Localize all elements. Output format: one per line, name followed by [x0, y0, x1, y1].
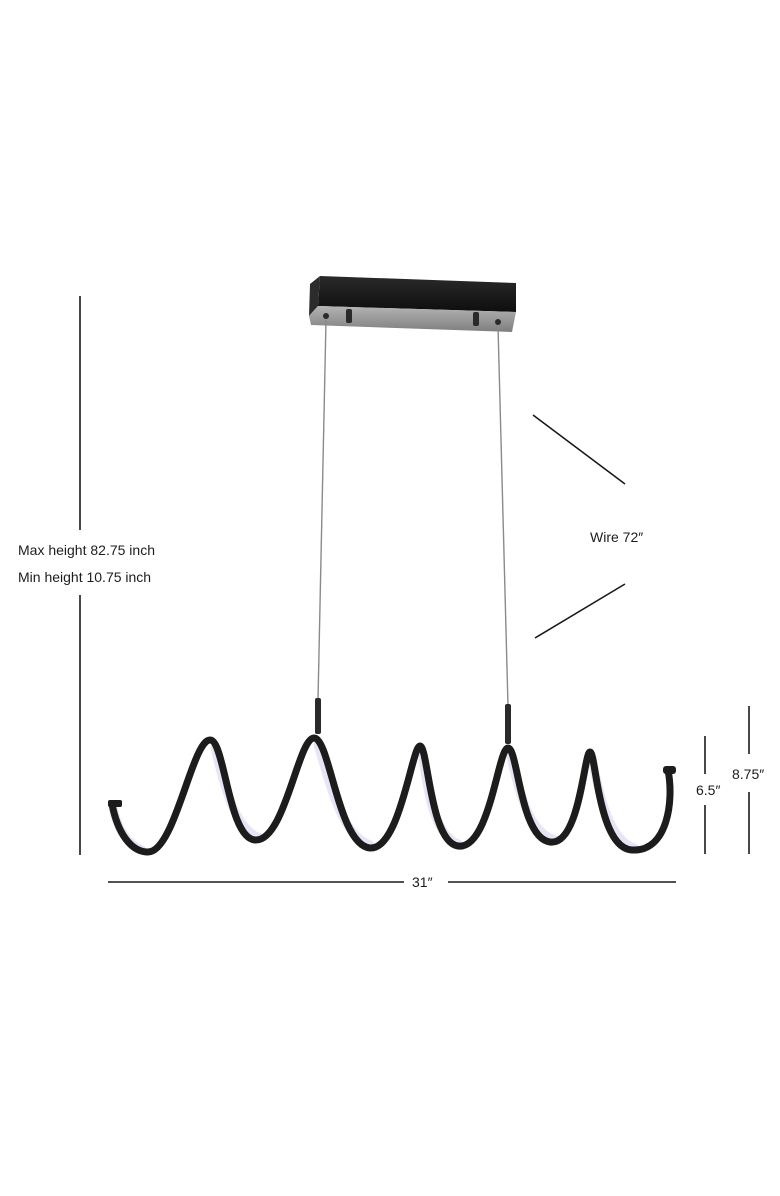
min-height-label: Min height 10.75 inch	[18, 569, 152, 585]
ceiling-canopy	[309, 276, 516, 332]
spiral-fixture-body	[108, 734, 674, 856]
suspension-wires	[317, 319, 509, 707]
width-label: 31″	[412, 874, 433, 890]
fixture-inner-height-label: 6.5″	[696, 782, 721, 798]
fixture-end-caps	[108, 766, 676, 807]
led-diffuser	[108, 740, 639, 855]
fixture-outer-height-label: 8.75″	[732, 766, 765, 782]
dimension-lines	[79, 296, 750, 883]
wire-leader-bottom	[534, 583, 626, 639]
wire-leader-top	[532, 414, 626, 485]
max-height-label: Max height 82.75 inch	[18, 542, 155, 558]
wire-length-label: Wire 72″	[590, 529, 644, 545]
wire-sleeves	[315, 698, 511, 744]
